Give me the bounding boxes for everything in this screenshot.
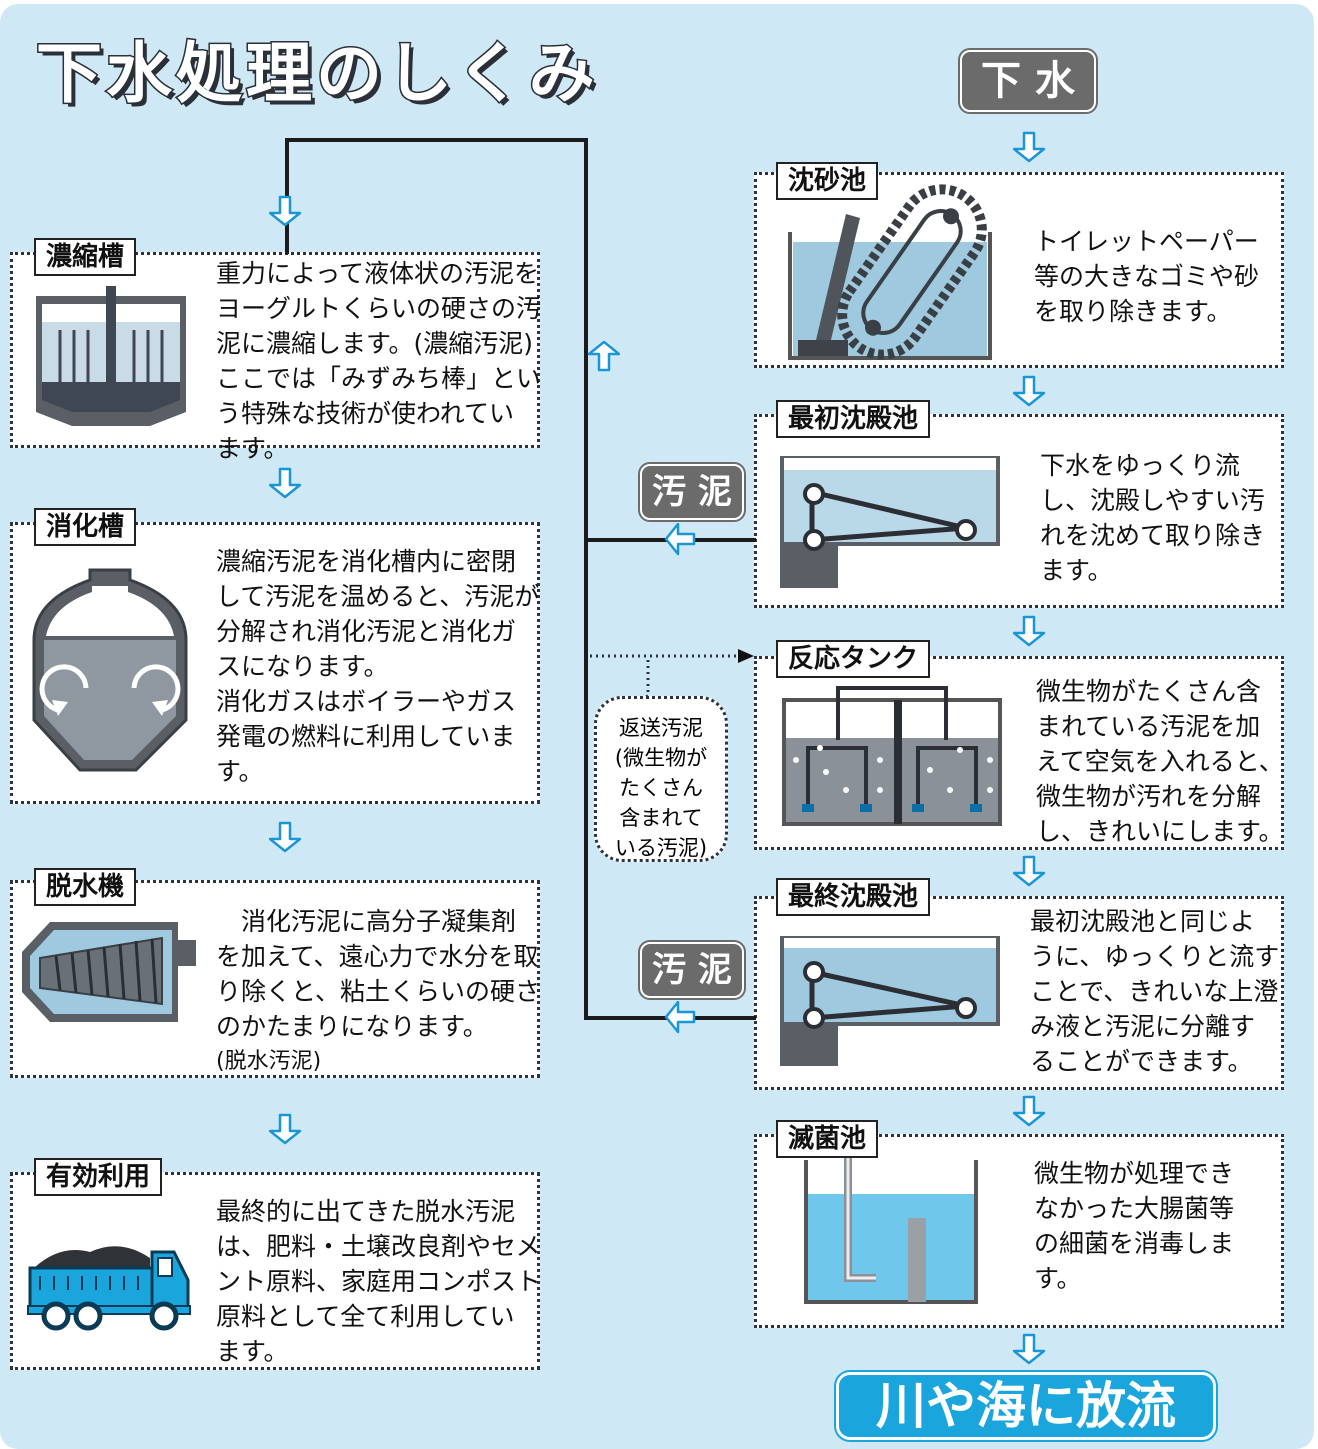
step-title-final-settling: 最終沈殿池 (776, 878, 931, 916)
description-line: 泥に濃縮します。(濃縮汚泥) (216, 329, 534, 358)
down-arrow-icon (1013, 131, 1046, 163)
description-line: す。 (216, 757, 264, 786)
down-arrow-icon (1013, 615, 1046, 647)
note-line: 返送汚泥 (619, 716, 703, 740)
description-line: ヨーグルトくらいの硬さの汚 (216, 294, 542, 323)
return-sludge-note: 返送汚泥 (微生物が たくさん 含まれて いる汚泥) (594, 696, 728, 862)
description-line: 消化汚泥に高分子凝集剤 (216, 907, 517, 936)
description-line: うに、ゆっくりと流す (1030, 942, 1280, 971)
step-title-dehydrator: 脱水機 (34, 868, 137, 906)
step-title-sand-basin: 沈砂池 (776, 162, 879, 200)
digester-tank-icon (32, 568, 188, 772)
disinfection-tank-icon (804, 1150, 978, 1304)
left-arrow-icon (664, 523, 696, 556)
note-line: 含まれて (619, 806, 703, 830)
down-arrow-icon (269, 467, 302, 499)
description-line: 発電の燃料に利用していま (216, 722, 516, 751)
description-line: 等の大きなゴミや砂 (1034, 262, 1260, 291)
description-line: 消化ガスはボイラーやガス (216, 687, 517, 716)
description-line: 濃縮汚泥を消化槽内に密閉 (216, 547, 517, 576)
start-label: 下 水 (960, 50, 1096, 112)
description-line: 重力によって液体状の汚泥を (216, 259, 540, 288)
note-line: いる汚泥) (614, 836, 708, 860)
thickener-icon (36, 286, 186, 426)
description-line: ることができます。 (1030, 1047, 1253, 1076)
description-line: ます。 (216, 1337, 289, 1366)
description-line: ここでは「みずみち棒」とい (216, 364, 542, 393)
description-line: (脱水汚泥) (216, 1049, 322, 1074)
description-line: う特殊な技術が使われてい (216, 399, 515, 428)
description-line: り除くと、粘土くらいの硬さ (216, 977, 541, 1006)
description-line: 分解され消化汚泥と消化ガ (216, 617, 517, 646)
dehydrator-icon (22, 922, 196, 1022)
step-description-thickener: 重力によって液体状の汚泥を ヨーグルトくらいの硬さの汚 泥に濃縮します。(濃縮汚… (216, 256, 541, 466)
final-settling-tank-icon (780, 936, 1000, 1066)
description-line: を取り除きます。 (1034, 297, 1232, 326)
left-arrow-icon (664, 1001, 696, 1034)
description-line: み液と汚泥に分離す (1030, 1012, 1256, 1041)
description-line: 微生物が処理でき (1034, 1159, 1235, 1188)
step-title-digester: 消化槽 (34, 508, 137, 546)
description-line: して汚泥を温めると、汚泥が (216, 582, 540, 611)
description-line: のかたまりになります。 (216, 1012, 488, 1041)
page-title: 下水処理のしくみ (35, 34, 599, 114)
step-description-sand-basin: トイレットペーパー 等の大きなゴミや砂 を取り除きます。 (1034, 224, 1259, 329)
description-line: ント原料、家庭用コンポスト (216, 1267, 542, 1296)
description-line: ことで、きれいな上澄 (1030, 977, 1279, 1006)
step-description-dehydrator: 消化汚泥に高分子凝集剤 を加えて、遠心力で水分を取 り除くと、粘土くらいの硬さ … (216, 904, 540, 1079)
end-label: 川や海に放流 (836, 1372, 1216, 1440)
down-arrow-icon (1013, 855, 1046, 887)
step-title-reaction-tank: 反応タンク (776, 640, 931, 678)
grit-chamber-icon (788, 184, 992, 360)
description-line: し、沈殿しやすい汚 (1040, 486, 1265, 515)
description-line: ます。 (216, 434, 289, 463)
description-line: まれている汚泥を加 (1036, 712, 1261, 741)
up-arrow-icon (587, 340, 620, 372)
description-line: 最初沈殿池と同じよ (1030, 907, 1256, 936)
description-line: 最終的に出てきた脱水汚泥 (216, 1197, 516, 1226)
description-line: は、肥料・土壌改良剤やセメ (216, 1232, 541, 1261)
sludge-label: 汚 泥 (640, 942, 744, 998)
note-line: たくさん (619, 776, 703, 800)
step-description-final-settling: 最初沈殿池と同じよ うに、ゆっくりと流す ことで、きれいな上澄 み液と汚泥に分離… (1030, 904, 1279, 1079)
return-sludge-arrowhead (738, 649, 754, 663)
down-arrow-icon (269, 821, 302, 853)
sludge-label: 汚 泥 (640, 464, 744, 520)
step-title-disinfection: 滅菌池 (776, 1120, 879, 1158)
description-line: す。 (1034, 1264, 1082, 1293)
step-box-final-settling (754, 896, 1284, 1090)
description-line: トイレットペーパー (1034, 227, 1259, 256)
note-line: (微生物が (614, 746, 708, 770)
aeration-tank-icon (782, 686, 1002, 826)
description-line: スになります。 (216, 652, 389, 681)
description-line: の細菌を消毒しま (1034, 1229, 1235, 1258)
description-line: ます。 (1040, 556, 1113, 585)
step-description-reaction-tank: 微生物がたくさん含 まれている汚泥を加 えて空気を入れると、 微生物が汚れを分解… (1036, 674, 1284, 849)
description-line: 下水をゆっくり流 (1040, 451, 1241, 480)
description-line: 微生物がたくさん含 (1036, 677, 1262, 706)
description-line: し、きれいにします。 (1036, 817, 1284, 846)
description-line: を加えて、遠心力で水分を取 (216, 942, 539, 971)
description-line: れを沈めて取り除き (1040, 521, 1266, 550)
step-title-thickener: 濃縮槽 (34, 238, 137, 276)
step-description-disinfection: 微生物が処理でき なかった大腸菌等 の細菌を消毒しま す。 (1034, 1156, 1234, 1296)
step-description-utilization: 最終的に出てきた脱水汚泥 は、肥料・土壌改良剤やセメ ント原料、家庭用コンポスト… (216, 1194, 541, 1369)
down-arrow-icon (269, 195, 302, 227)
description-line: 微生物が汚れを分解 (1036, 782, 1262, 811)
step-title-primary-settling: 最初沈殿池 (776, 400, 931, 438)
down-arrow-icon (1013, 1095, 1046, 1127)
description-line: なかった大腸菌等 (1034, 1194, 1235, 1223)
primary-settling-tank-icon (780, 456, 1000, 588)
dump-truck-icon (27, 1246, 191, 1331)
step-description-digester: 濃縮汚泥を消化槽内に密閉 して汚泥を温めると、汚泥が 分解され消化汚泥と消化ガ … (216, 544, 539, 789)
down-arrow-icon (269, 1113, 302, 1145)
step-description-primary-settling: 下水をゆっくり流 し、沈殿しやすい汚 れを沈めて取り除き ます。 (1040, 448, 1265, 588)
description-line: 原料として全て利用してい (216, 1302, 515, 1331)
step-title-utilization: 有効利用 (34, 1158, 163, 1196)
down-arrow-icon (1013, 375, 1046, 407)
description-line: えて空気を入れると、 (1036, 747, 1284, 776)
down-arrow-icon (1013, 1333, 1046, 1365)
